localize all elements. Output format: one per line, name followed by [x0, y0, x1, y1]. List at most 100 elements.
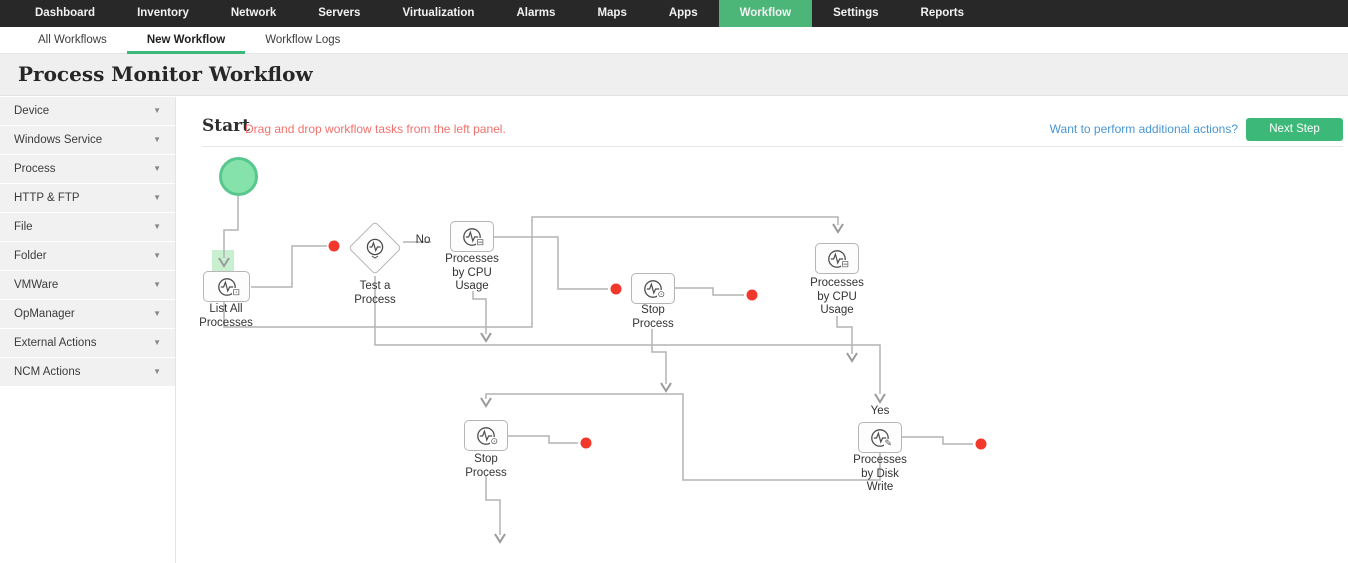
node-label: List All Processes — [199, 303, 253, 329]
stop-icon: ⊙ — [657, 289, 665, 299]
node-processes-by-cpu-usage-2[interactable]: ⊟ — [815, 243, 859, 274]
sidebar-item-folder[interactable]: Folder▼ — [0, 242, 175, 270]
process-test-icon — [366, 238, 384, 259]
nav-item-maps[interactable]: Maps — [597, 7, 627, 19]
node-label: Processes by CPU Usage — [810, 277, 864, 316]
nav-item-settings[interactable]: Settings — [833, 7, 879, 19]
node-list-all-processes[interactable]: ⊡ — [203, 271, 250, 302]
node-label: Stop Process — [465, 453, 507, 479]
nav-item-network[interactable]: Network — [230, 7, 277, 19]
sidebar-item-windows-service[interactable]: Windows Service▼ — [0, 126, 175, 154]
nav-item-servers[interactable]: Servers — [318, 7, 361, 19]
nav-item-apps[interactable]: Apps — [668, 7, 698, 19]
drop-target-highlight — [212, 250, 234, 271]
sidebar-item-vmware[interactable]: VMWare▼ — [0, 271, 175, 299]
chevron-down-icon: ▼ — [153, 222, 161, 231]
nav-item-reports[interactable]: Reports — [920, 7, 964, 19]
connector-start-to-list — [223, 196, 239, 258]
tab-new-workflow[interactable]: New Workflow — [126, 27, 246, 54]
task-palette-sidebar: Device▼ Windows Service▼ Process▼ HTTP &… — [0, 97, 176, 563]
list-icon: ⊡ — [232, 287, 240, 297]
nav-item-dashboard[interactable]: Dashboard — [35, 7, 96, 19]
node-stop-process-2[interactable]: ⊙ — [464, 420, 508, 451]
nav-item-alarms[interactable]: Alarms — [516, 7, 556, 19]
chevron-down-icon: ▼ — [153, 280, 161, 289]
pencil-icon: ✎ — [884, 438, 892, 448]
connector-stop1-right — [675, 287, 744, 296]
chevron-down-icon: ▼ — [153, 193, 161, 202]
chevron-down-icon: ▼ — [153, 251, 161, 260]
sidebar-item-external-actions[interactable]: External Actions▼ — [0, 329, 175, 357]
connector-endpoint-dot[interactable] — [610, 283, 622, 295]
sidebar-item-file[interactable]: File▼ — [0, 213, 175, 241]
node-stop-process-1[interactable]: ⊙ — [631, 273, 675, 304]
chevron-down-icon: ▼ — [153, 309, 161, 318]
nav-item-virtualization[interactable]: Virtualization — [402, 7, 475, 19]
node-test-a-process[interactable] — [348, 221, 402, 275]
arrowhead — [874, 393, 886, 404]
connector-yes-branch — [374, 276, 881, 394]
additional-actions-link[interactable]: Want to perform additional actions? — [1049, 122, 1238, 136]
connector-disk-to-stop2 — [485, 393, 881, 481]
branch-label-no: No — [415, 234, 431, 246]
drag-drop-hint: Drag and drop workflow tasks from the le… — [245, 122, 506, 136]
process-monitor-icon — [477, 426, 495, 445]
sidebar-item-device[interactable]: Device▼ — [0, 97, 175, 125]
connector-stop2-down — [485, 476, 501, 535]
start-heading: Start — [202, 116, 250, 136]
workflow-subtabs: All Workflows New Workflow Workflow Logs — [0, 27, 1348, 54]
chevron-down-icon: ▼ — [153, 338, 161, 347]
device-icon: ⊟ — [841, 259, 849, 269]
sidebar-item-http-ftp[interactable]: HTTP & FTP▼ — [0, 184, 175, 212]
connector-cpu1-to-stop1 — [494, 236, 608, 290]
chevron-down-icon: ▼ — [153, 135, 161, 144]
sidebar-item-process[interactable]: Process▼ — [0, 155, 175, 183]
connector-stop2-right — [508, 435, 578, 444]
sidebar-item-opmanager[interactable]: OpManager▼ — [0, 300, 175, 328]
arrowhead — [832, 223, 844, 234]
process-monitor-icon — [463, 227, 481, 246]
connector-endpoint-dot[interactable] — [328, 240, 340, 252]
connector-list-right — [251, 245, 327, 288]
arrowhead — [494, 533, 506, 544]
arrowhead — [480, 397, 492, 408]
process-monitor-icon — [644, 279, 662, 298]
connector-stop1-down — [651, 329, 667, 384]
arrowhead — [218, 257, 230, 268]
page-title: Process Monitor Workflow — [0, 54, 1348, 96]
connector-list-to-cpu2 — [223, 216, 839, 328]
sidebar-item-ncm-actions[interactable]: NCM Actions▼ — [0, 358, 175, 386]
device-icon: ⊟ — [476, 237, 484, 247]
nav-item-inventory[interactable]: Inventory — [137, 7, 189, 19]
node-label: Processes by CPU Usage — [445, 253, 499, 292]
top-nav: Dashboard Inventory Network Servers Virt… — [0, 0, 1348, 27]
node-processes-by-disk-write[interactable]: ✎ — [858, 422, 902, 453]
stop-icon: ⊙ — [490, 436, 498, 446]
next-step-button[interactable]: Next Step — [1246, 118, 1343, 141]
connector-endpoint-dot[interactable] — [746, 289, 758, 301]
connector-disk-right — [902, 436, 973, 445]
tab-all-workflows[interactable]: All Workflows — [38, 34, 107, 46]
connector-endpoint-dot[interactable] — [975, 438, 987, 450]
chevron-down-icon: ▼ — [153, 367, 161, 376]
node-label: Processes by Disk Write — [853, 454, 907, 493]
arrowhead — [480, 332, 492, 343]
node-label: Test a Process — [354, 280, 396, 306]
branch-label-yes: Yes — [870, 405, 890, 417]
arrowhead — [846, 352, 858, 363]
arrowhead — [660, 382, 672, 393]
connector-cpu1-down — [472, 291, 487, 334]
connector-cpu2-down — [836, 316, 853, 354]
process-monitor-icon — [217, 277, 236, 296]
node-label: Stop Process — [632, 304, 674, 330]
process-monitor-icon — [871, 428, 889, 447]
nav-item-workflow[interactable]: Workflow — [718, 0, 813, 27]
process-monitor-icon — [828, 249, 846, 268]
connector-endpoint-dot[interactable] — [580, 437, 592, 449]
workflow-start-node[interactable] — [219, 157, 258, 196]
chevron-down-icon: ▼ — [153, 106, 161, 115]
chevron-down-icon: ▼ — [153, 164, 161, 173]
node-processes-by-cpu-usage-1[interactable]: ⊟ — [450, 221, 494, 252]
header-divider — [202, 146, 1343, 147]
tab-workflow-logs[interactable]: Workflow Logs — [265, 34, 341, 46]
